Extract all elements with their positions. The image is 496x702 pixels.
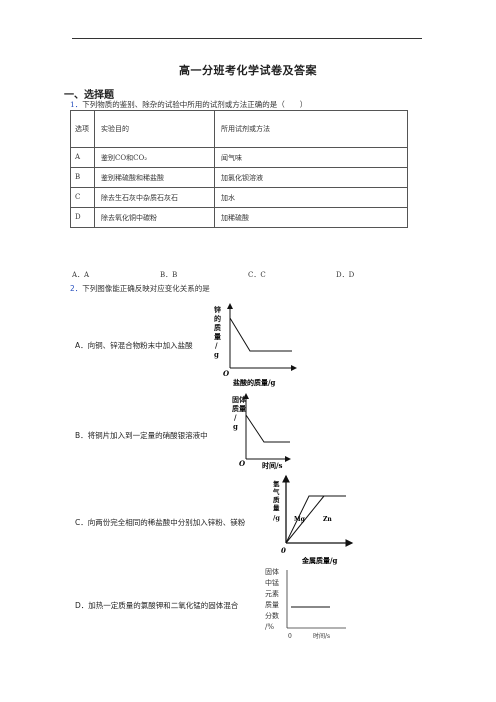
option-a-text: A．向铜、锌混合物粉末中加入盐酸 bbox=[75, 341, 193, 350]
graph-d: 固体 中锰 元素 质量 分数 /% 0 时间/s bbox=[265, 567, 346, 640]
y-axis-label-part: 气 bbox=[272, 487, 280, 496]
table-row: D 除去氧化铜中碳粉 加稀硫酸 bbox=[70, 207, 408, 228]
y-axis-label-part: 量 bbox=[214, 332, 221, 341]
section-heading: 一、选择题 bbox=[64, 90, 114, 101]
question-text: 下列物质的鉴别、除杂的试验中所用的试剂或方法正确的是（ ） bbox=[82, 100, 308, 109]
y-axis-label-part: 量 bbox=[273, 503, 280, 512]
option-b-text: B．将铜片加入到一定量的硝酸银溶液中 bbox=[75, 431, 208, 440]
y-axis-label-part: /% bbox=[265, 623, 274, 631]
y-axis-label-part: 的 bbox=[214, 314, 221, 323]
table-cell: 加稀硫酸 bbox=[214, 207, 408, 228]
graph-b: 固体 质量 / g O 时间/s bbox=[232, 393, 291, 470]
y-axis-label-part: 质量 bbox=[265, 600, 279, 609]
origin-label: 0 bbox=[288, 633, 292, 640]
y-axis-label-part: 质 bbox=[214, 323, 221, 332]
question-2: 2．下列图像能正确反映对应变化关系的是 bbox=[70, 283, 210, 294]
series-label-zn: Zn bbox=[323, 516, 332, 523]
y-axis-label-part: 质量 bbox=[232, 404, 246, 413]
graph-a: 锌 的 质 量 / g O 盐酸的质量/g bbox=[214, 303, 297, 387]
option-c-text: C．向两份完全相同的稀盐酸中分别加入锌粉、镁粉 bbox=[75, 518, 246, 527]
origin-label: 0 bbox=[281, 546, 286, 555]
answer-choice-c: C．C bbox=[248, 271, 266, 279]
y-axis-label-part: 中锰 bbox=[265, 578, 279, 587]
answer-choice-a: A．A bbox=[72, 271, 90, 279]
data-line bbox=[245, 414, 290, 443]
question-number: 1． bbox=[70, 100, 83, 109]
option-d-text: D．加热一定质量的氯酸钾和二氧化锰的固体混合 bbox=[75, 601, 239, 610]
page-title: 高一分班考化学试卷及答案 bbox=[179, 64, 317, 77]
x-axis-label: 时间/s bbox=[262, 461, 283, 470]
x-axis-label: 金属质量/g bbox=[301, 556, 338, 565]
answer-choice-d: D．D bbox=[336, 271, 355, 279]
question-text: 下列图像能正确反映对应变化关系的是 bbox=[82, 284, 210, 293]
series-label-mg: Mg bbox=[294, 516, 306, 523]
data-line bbox=[229, 317, 292, 352]
y-axis-label-part: 固体 bbox=[265, 567, 279, 576]
y-axis-label-part: 元素 bbox=[265, 589, 279, 598]
y-axis-label-part: / bbox=[215, 341, 218, 350]
options-table: 选项 实验目的 所用试剂或方法 A 鉴别CO和CO₂ 闻气味 B 鉴别稀硫酸和稀… bbox=[70, 110, 408, 228]
series-line-zn bbox=[285, 495, 325, 544]
table-header-row: 选项 实验目的 所用试剂或方法 bbox=[70, 110, 408, 148]
x-axis-label: 时间/s bbox=[313, 632, 330, 640]
y-axis-label-part: 固体 bbox=[232, 395, 247, 404]
table-row: B 鉴别稀硫酸和稀盐酸 加氯化钡溶液 bbox=[70, 167, 408, 188]
x-axis-label: 盐酸的质量/g bbox=[233, 378, 276, 387]
header-rule bbox=[72, 38, 422, 39]
y-axis-label-part: 分数 bbox=[265, 611, 279, 620]
y-axis-label-part: g bbox=[214, 350, 219, 359]
table-header: 选项 bbox=[70, 110, 95, 148]
graph-c: 氢 气 质 量 /g Mg Zn 0 金属质量/g bbox=[272, 474, 354, 565]
y-axis-label-part: 质 bbox=[273, 495, 280, 504]
y-axis-label-part: / bbox=[234, 413, 237, 422]
question-1: 1．下列物质的鉴别、除杂的试验中所用的试剂或方法正确的是（ ） bbox=[70, 99, 307, 110]
y-axis-label-part: 氢 bbox=[273, 479, 280, 488]
answer-choice-b: B．B bbox=[160, 271, 178, 279]
series-line-mg bbox=[285, 495, 346, 544]
origin-label: O bbox=[239, 459, 246, 468]
question-number: 2． bbox=[70, 284, 83, 293]
y-axis-label-part: /g bbox=[273, 514, 280, 522]
table-cell: 除去氧化铜中碳粉 bbox=[94, 207, 215, 228]
origin-label: O bbox=[223, 369, 230, 378]
y-axis-label-part: 锌 bbox=[214, 305, 221, 314]
y-axis-label-part: g bbox=[233, 422, 238, 431]
